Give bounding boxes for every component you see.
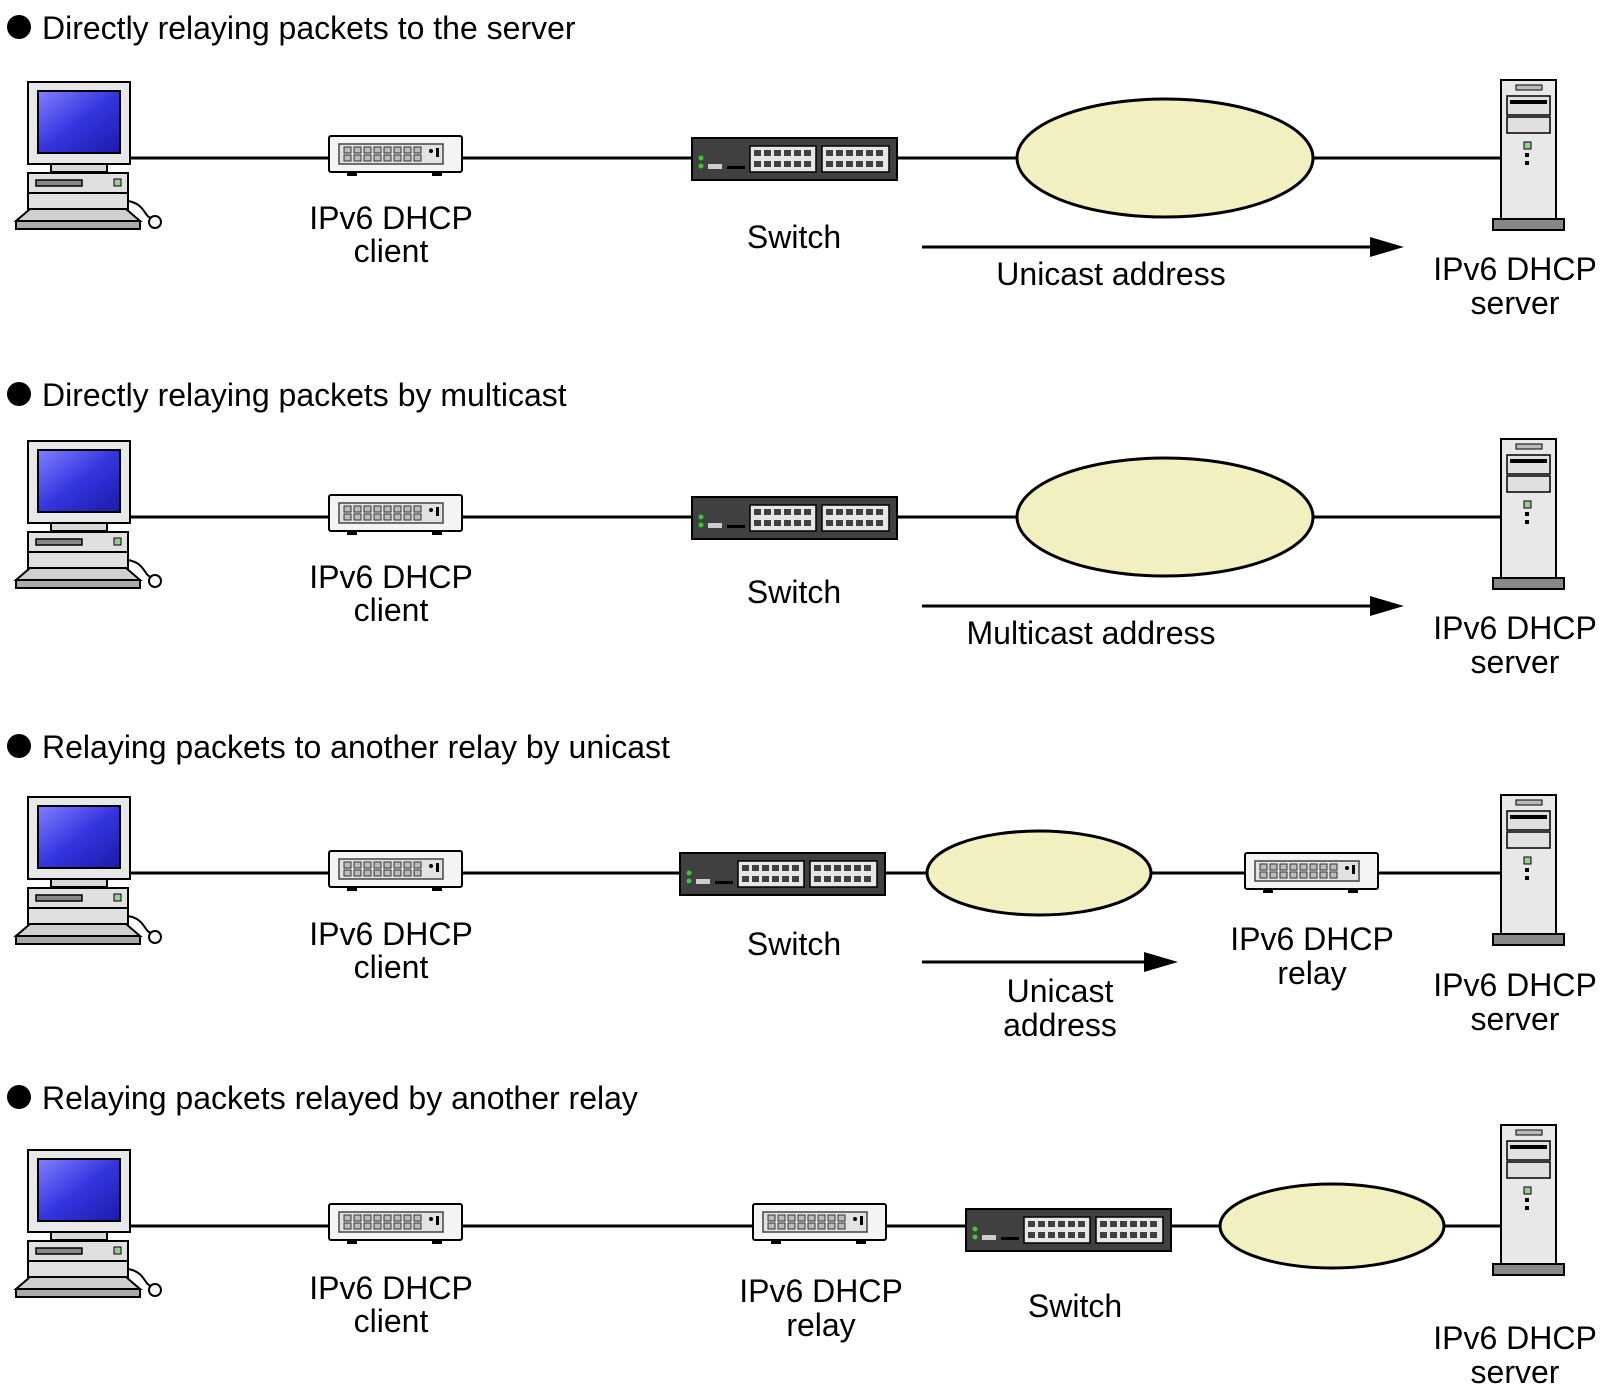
- client-label: client: [354, 592, 429, 628]
- network-cloud: [1015, 97, 1315, 219]
- hub-icon: [328, 850, 463, 891]
- scenario-2: Directly relaying packets by multicast: [7, 377, 1597, 680]
- client-label: client: [354, 1303, 429, 1339]
- server-icon: [1492, 794, 1565, 946]
- relay-label: relay: [786, 1307, 855, 1343]
- server-icon: [1492, 438, 1565, 590]
- computer-icon: [13, 1149, 162, 1298]
- bullet-icon: [7, 1085, 31, 1109]
- switch-icon: [965, 1208, 1172, 1252]
- switch-label: Switch: [1028, 1288, 1122, 1324]
- client-label: client: [354, 233, 429, 269]
- relay-hub-icon: [1244, 852, 1379, 893]
- server-icon: [1492, 1124, 1565, 1276]
- relay-label: relay: [1277, 955, 1346, 991]
- client-label: IPv6 DHCP: [309, 200, 473, 236]
- client-label: client: [354, 949, 429, 985]
- relay-hub-icon: [752, 1203, 887, 1244]
- relay-label: IPv6 DHCP: [1230, 921, 1394, 957]
- arrow-head-icon: [1370, 596, 1404, 616]
- arrow-label: Unicast address: [996, 256, 1225, 292]
- network-cloud: [1015, 456, 1315, 578]
- arrow-label: Unicast: [1007, 973, 1114, 1009]
- scenario-title: Directly relaying packets by multicast: [42, 377, 567, 413]
- bullet-icon: [7, 734, 31, 758]
- computer-icon: [13, 440, 162, 589]
- switch-label: Switch: [747, 926, 841, 962]
- server-label: server: [1471, 1354, 1560, 1390]
- server-label: IPv6 DHCP: [1433, 610, 1597, 646]
- network-cloud: [925, 829, 1153, 917]
- relay-label: IPv6 DHCP: [739, 1273, 903, 1309]
- server-icon: [1492, 79, 1565, 231]
- switch-label: Switch: [747, 574, 841, 610]
- scenario-title: Relaying packets relayed by another rela…: [42, 1080, 638, 1116]
- computer-icon: [13, 81, 162, 230]
- server-label: server: [1471, 1001, 1560, 1037]
- server-label: server: [1471, 644, 1560, 680]
- hub-icon: [328, 135, 463, 176]
- arrow-label: address: [1003, 1007, 1117, 1043]
- computer-icon: [13, 796, 162, 945]
- bullet-icon: [7, 15, 31, 39]
- bullet-icon: [7, 382, 31, 406]
- server-label: IPv6 DHCP: [1433, 251, 1597, 287]
- scenario-1: Directly relaying packets to the server: [7, 10, 1597, 321]
- arrow-head-icon: [1370, 237, 1404, 257]
- arrow-label: Multicast address: [967, 615, 1216, 651]
- scenario-title: Relaying packets to another relay by uni…: [42, 729, 670, 765]
- network-cloud: [1218, 1182, 1446, 1270]
- hub-icon: [328, 1203, 463, 1244]
- arrow-head-icon: [1144, 952, 1178, 972]
- switch-icon: [691, 137, 898, 181]
- hub-icon: [328, 494, 463, 535]
- server-label: server: [1471, 285, 1560, 321]
- server-label: IPv6 DHCP: [1433, 967, 1597, 1003]
- switch-label: Switch: [747, 219, 841, 255]
- client-label: IPv6 DHCP: [309, 559, 473, 595]
- scenario-title: Directly relaying packets to the server: [42, 10, 576, 46]
- client-label: IPv6 DHCP: [309, 916, 473, 952]
- scenario-4: Relaying packets relayed by another rela…: [7, 1080, 1597, 1390]
- scenario-3: Relaying packets to another relay by uni…: [7, 729, 1597, 1043]
- server-label: IPv6 DHCP: [1433, 1320, 1597, 1356]
- switch-icon: [679, 852, 886, 896]
- switch-icon: [691, 496, 898, 540]
- client-label: IPv6 DHCP: [309, 1270, 473, 1306]
